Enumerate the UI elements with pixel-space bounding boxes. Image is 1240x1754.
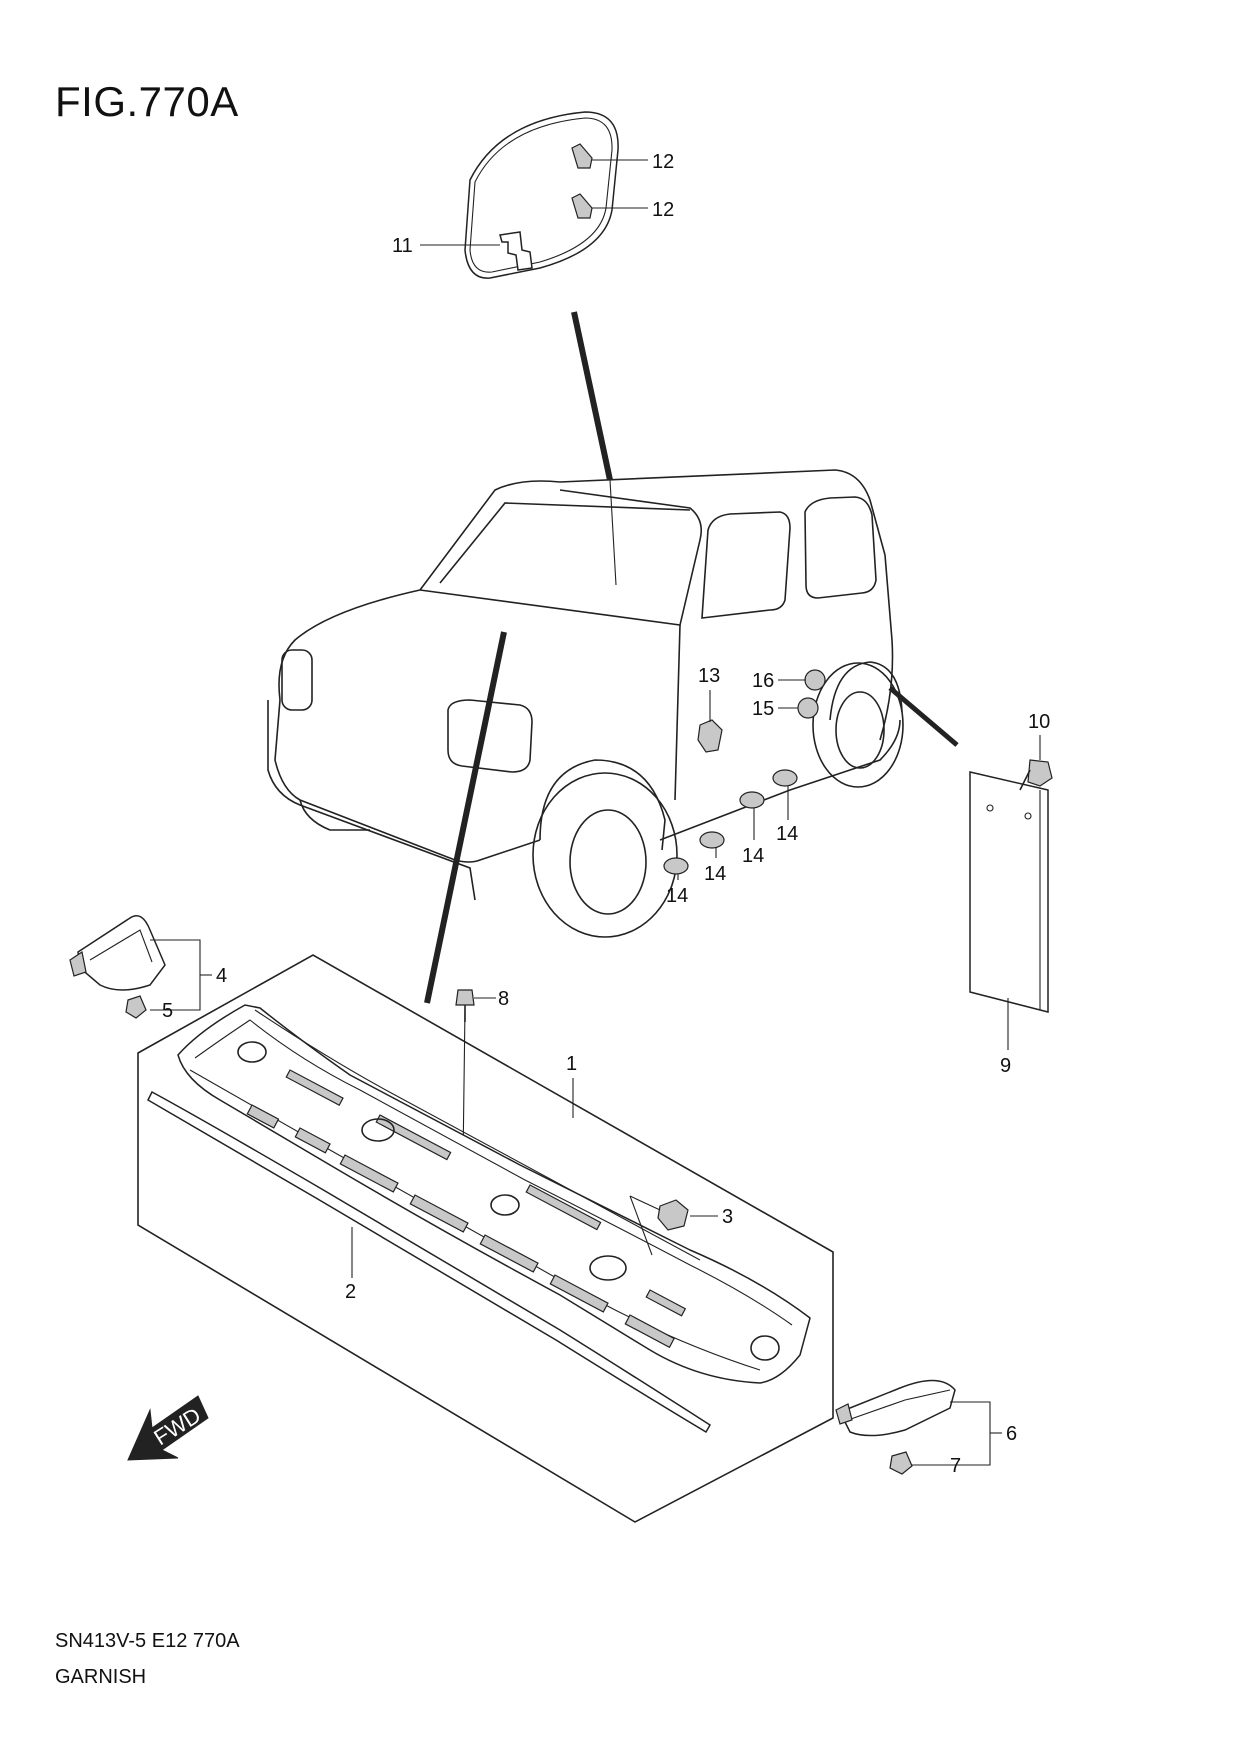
assembly-box [137,954,834,1523]
clip-3 [657,1199,689,1231]
forward-direction-arrow: FWD [127,1395,209,1461]
callout-14-a: 14 [666,885,688,907]
right-end-cap [835,1379,956,1437]
grommet-14-c [739,791,765,809]
clip-15 [797,697,819,719]
vehicle-body [267,469,904,938]
left-end-cap [69,915,166,991]
mud-flap [969,771,1049,1013]
figure-title: FIG.770A [55,78,239,125]
callout-14-b: 14 [704,863,726,885]
screw-8 [455,989,475,1022]
callout-14-d: 14 [776,823,798,845]
callout-14-c: 14 [742,845,764,867]
clip-5 [125,995,147,1019]
callout-2: 2 [345,1281,356,1303]
grommet-14-a [663,857,689,875]
callout-labels: 1 2 3 4 5 6 7 8 9 10 11 12 12 13 14 14 1… [162,151,1050,1477]
clip-16 [804,669,826,691]
grommet-14-b [699,831,725,849]
callout-3: 3 [722,1206,733,1228]
callout-12-upper: 12 [652,151,674,173]
callout-6: 6 [1006,1423,1017,1445]
figure-code: SN413V-5 E12 770A [55,1630,240,1652]
callout-8: 8 [498,988,509,1010]
windshield-decal [464,111,619,279]
callout-10: 10 [1028,711,1050,733]
vent-slots [246,1069,687,1349]
figure-name: GARNISH [55,1666,147,1688]
clip-7 [889,1451,913,1475]
callout-15: 15 [752,698,774,720]
callout-13: 13 [698,665,720,687]
cowl-top-garnish [177,1004,811,1384]
screw-10 [1019,759,1053,791]
clip-13 [697,719,723,753]
callout-5: 5 [162,1000,173,1022]
decal-clip-11 [499,231,533,271]
callout-16: 16 [752,670,774,692]
callout-12-lower: 12 [652,199,674,221]
body-clips [663,669,826,875]
callout-7: 7 [950,1455,961,1477]
callout-4: 4 [216,965,227,987]
weatherstrip [147,1090,712,1434]
callout-11: 11 [392,235,413,257]
decal-clip-12-lower [571,193,593,219]
grommet-14-d [772,769,798,787]
callout-9: 9 [1000,1055,1011,1077]
decal-clip-12-upper [571,143,593,169]
callout-1: 1 [566,1053,577,1075]
